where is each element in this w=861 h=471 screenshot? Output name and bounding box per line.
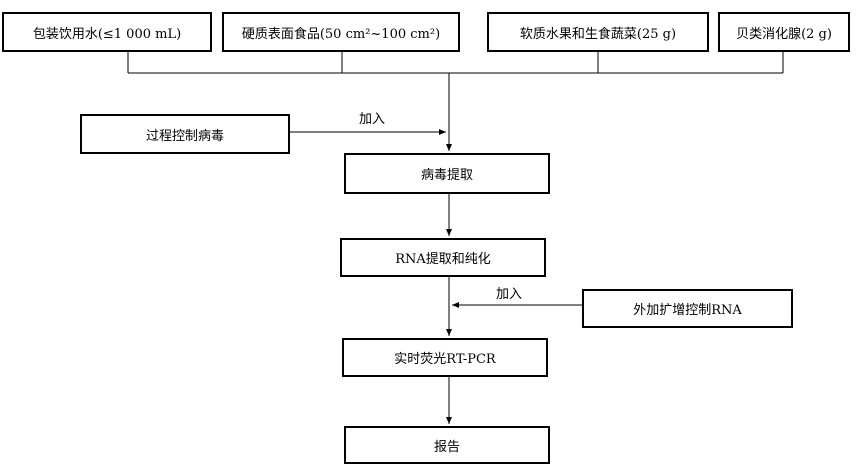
sample-box-soft-fruit-vegetables: 软质水果和生食蔬菜(25 g) <box>487 12 709 52</box>
sample-box-hard-surface-food: 硬质表面食品(50 cm²~100 cm²) <box>222 12 460 52</box>
report-box: 报告 <box>344 426 550 464</box>
process-control-virus-box: 过程控制病毒 <box>80 114 290 154</box>
external-amplification-control-box: 外加扩增控制RNA <box>582 289 793 328</box>
rna-extraction-purification-box: RNA提取和纯化 <box>340 238 546 277</box>
add-label-process-control: 加入 <box>359 112 386 127</box>
sample-box-shellfish-gland: 贝类消化腺(2 g) <box>718 12 850 52</box>
add-label-external-control: 加入 <box>496 287 523 302</box>
virus-extraction-box: 病毒提取 <box>344 153 550 194</box>
real-time-rt-pcr-box: 实时荧光RT-PCR <box>342 338 548 377</box>
sample-box-bottled-water: 包装饮用水(≤1 000 mL) <box>2 12 212 52</box>
